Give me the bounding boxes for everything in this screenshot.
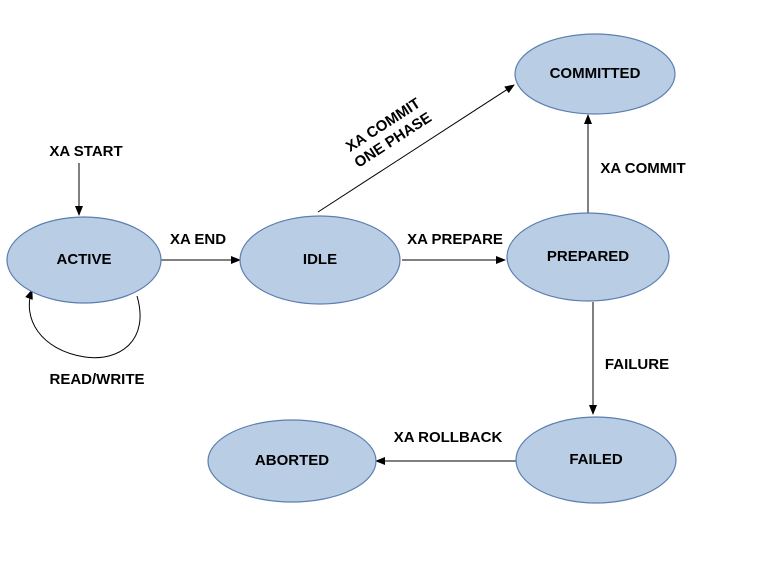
label-xa-rollback: XA ROLLBACK	[394, 429, 503, 446]
state-aborted-label: ABORTED	[255, 452, 329, 469]
state-prepared-label: PREPARED	[547, 248, 629, 265]
state-committed: COMMITTED	[514, 33, 676, 115]
state-active-label: ACTIVE	[56, 251, 111, 268]
state-committed-label: COMMITTED	[550, 65, 641, 82]
label-xa-end: XA END	[170, 231, 226, 248]
state-failed-label: FAILED	[569, 451, 623, 468]
state-prepared: PREPARED	[506, 212, 670, 302]
state-idle-label: IDLE	[303, 251, 337, 268]
label-xa-prepare: XA PREPARE	[407, 231, 503, 248]
edge-read-write-loop	[25, 289, 141, 359]
label-failure: FAILURE	[605, 356, 669, 373]
label-xa-commit-one-phase: XA COMMIT ONE PHASE	[343, 95, 435, 172]
edge-xa-commit-one-phase	[317, 84, 515, 213]
state-aborted: ABORTED	[207, 419, 377, 503]
label-xa-commit: XA COMMIT	[600, 160, 685, 177]
state-idle: IDLE	[239, 215, 401, 305]
state-active: ACTIVE	[6, 216, 162, 304]
state-failed: FAILED	[515, 416, 677, 504]
label-read-write: READ/WRITE	[50, 371, 145, 388]
label-xa-start: XA START	[49, 143, 122, 160]
